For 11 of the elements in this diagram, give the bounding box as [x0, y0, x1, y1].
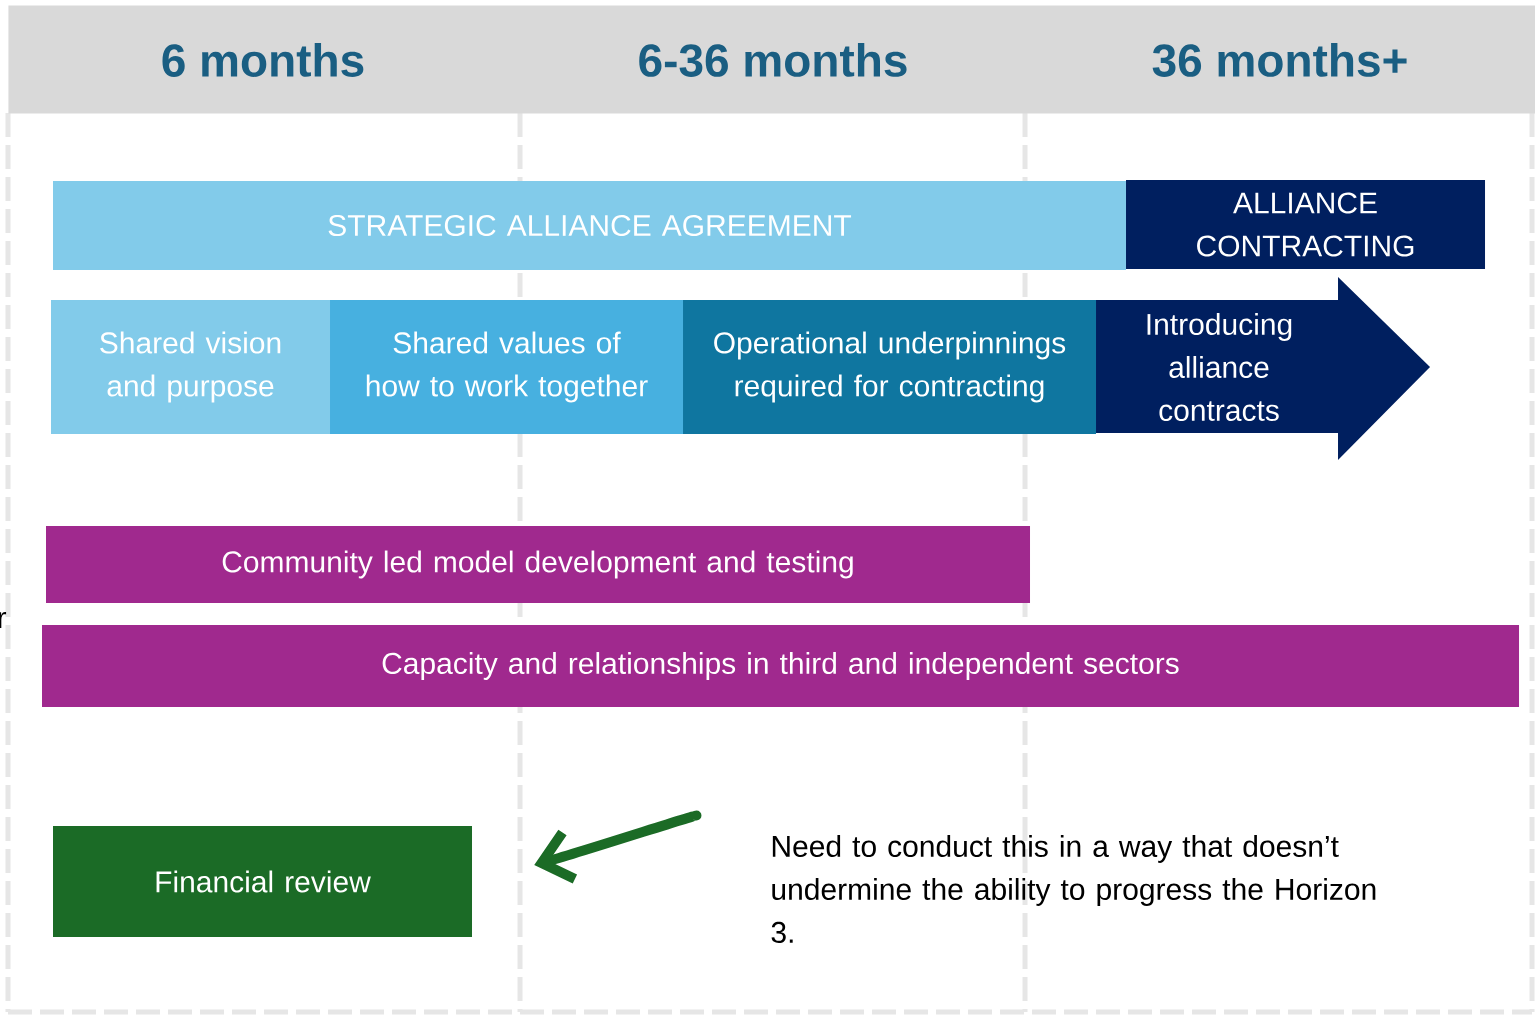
curved-arrow [534, 810, 702, 884]
workstream-bar: Community led model development and testing [46, 526, 1030, 603]
review-box: Financial review [53, 826, 472, 937]
agreement-bar: STRATEGIC ALLIANCE AGREEMENT [53, 181, 1126, 270]
header-band: 6 months 6-36 months 36 months+ [8, 5, 1535, 114]
stage-box: Shared values of how to work together [330, 300, 683, 434]
workstream-bar: Capacity and relationships in third and independent sectors [42, 625, 1519, 707]
note-text: Need to conduct this in a way that doesn’t undermine the ability to progress the Horizon 3. [771, 835, 1376, 943]
stage-box: Shared vision and purpose [51, 300, 330, 434]
contracting-bar: ALLIANCE CONTRACTING [1126, 180, 1485, 269]
stage-box: Operational underpinnings required for contracting [683, 300, 1096, 434]
